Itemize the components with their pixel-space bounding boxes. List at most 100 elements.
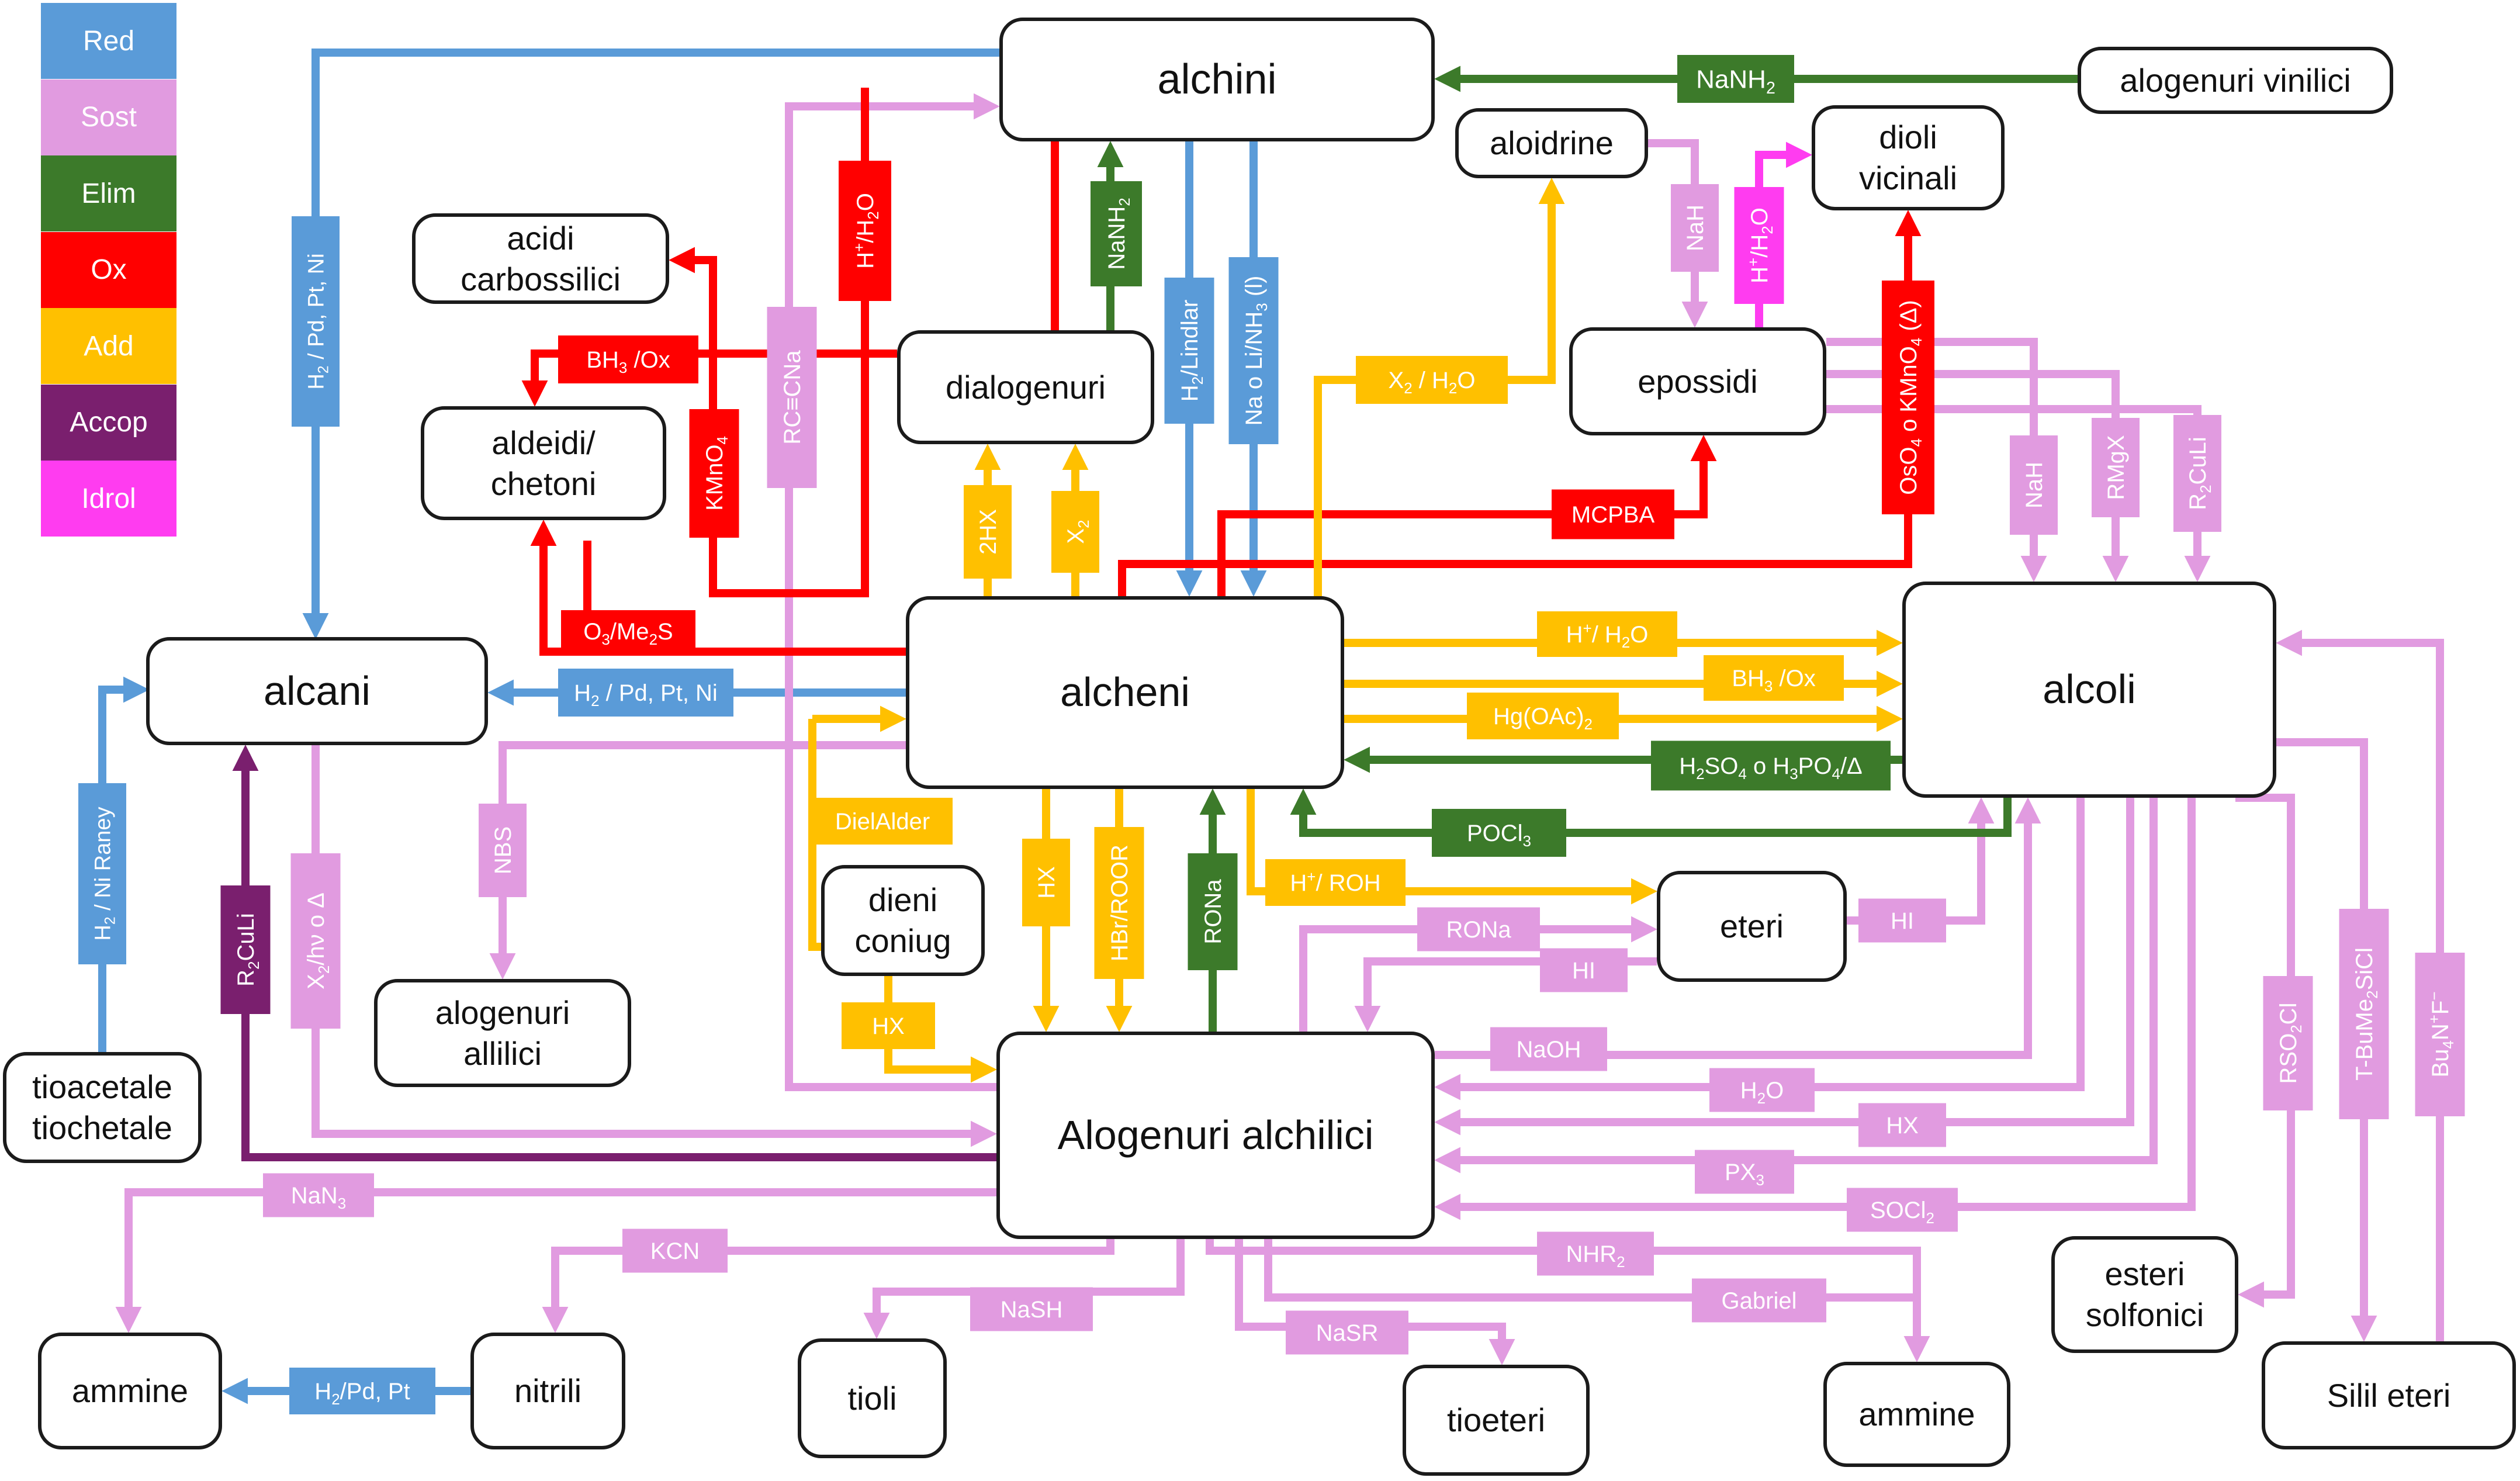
reagent-hbr-roor: HBr/ROOR: [1094, 827, 1144, 979]
reagent-box: [1490, 1027, 1607, 1071]
reagent-h2-lindlar: H2​/Lindlar: [1164, 278, 1214, 424]
reagent-hx-dieni: HX: [842, 1002, 935, 1049]
reagent-box: [1432, 809, 1566, 857]
reagent-text: RONa: [1200, 879, 1226, 944]
reagent-text: MCPBA: [1571, 502, 1655, 528]
arrow-alcoli-to-silil-eteri: [2276, 738, 2377, 1342]
reagent-text: NaSR: [1316, 1320, 1379, 1346]
reagent-box: [1734, 187, 1784, 304]
arrow-alcoli-to-alogenuri-socl2: [1434, 798, 2196, 1220]
reagent-nah-alc: NaH: [2010, 435, 2058, 535]
arrow-alogenuri-to-nitrili-kcn: [542, 1239, 1114, 1333]
reagent-rmgx: RMgX: [2092, 418, 2140, 517]
reagent-text: RMgX: [2103, 435, 2129, 500]
node-dieni-coniug: dieni coniug: [821, 865, 985, 976]
node-label: tioeteri: [1446, 1402, 1546, 1438]
reagent-box: [1858, 898, 1946, 943]
reagent-box: [622, 1229, 728, 1273]
node-tioeteri: tioeteri: [1403, 1365, 1590, 1476]
reagent-rona-elim: RONa: [1188, 853, 1238, 970]
node-aloidrine: aloidrine: [1455, 108, 1648, 178]
reagent-rona-sost: RONa: [1417, 907, 1540, 951]
node-label: tioacetale tiochetale: [32, 1068, 172, 1146]
reagent-box: [289, 1368, 435, 1414]
node-label: dioli vicinali: [1858, 119, 1958, 196]
legend-accop: Accop: [41, 384, 176, 461]
node-label: tioli: [847, 1379, 897, 1417]
node-label: aloidrine: [1490, 124, 1614, 161]
reagent-box: [263, 1173, 374, 1217]
reagent-box: [292, 216, 340, 427]
reagent-box: [290, 853, 341, 1029]
reagent-h-h2o-ox: H+​/H2​O: [839, 161, 891, 301]
node-ammine-left: ammine: [38, 1333, 222, 1449]
reagent-text: HBr/ROOR: [1107, 845, 1133, 961]
reagent-box: [220, 885, 271, 1014]
node-alchini: alchini: [999, 18, 1435, 141]
reagent-text: NBS: [490, 826, 516, 874]
node-tioli: tioli: [798, 1338, 947, 1458]
reagent-box: [2173, 415, 2221, 532]
arrow-alcoli-to-alogenuri-hx: [1434, 798, 2134, 1136]
reagent-text: RONa: [1446, 917, 1511, 943]
reagent-text: HX: [1886, 1113, 1919, 1139]
reagent-text: RSO2​Cl: [2276, 1003, 2305, 1084]
reagent-box: [1709, 1068, 1815, 1112]
node-eteri: eteri: [1657, 871, 1847, 982]
reagent-box: [558, 335, 698, 383]
node-silil-eteri: Silil eteri: [2262, 1341, 2516, 1449]
reagent-rccna: RC≡CNa: [767, 307, 817, 488]
reagent-box: [2339, 909, 2389, 1119]
reagent-h-h2o-idrol: H+​/H2​O: [1734, 187, 1784, 304]
node-epossidi: epossidi: [1569, 327, 1826, 435]
node-alcoli: alcoli: [1902, 582, 2276, 798]
node-alogenuri-vinilici: alogenuri vinilici: [2078, 47, 2393, 114]
reagent-text: NaH: [2021, 462, 2047, 508]
reagent-rso2cl: RSO2​Cl: [2263, 976, 2313, 1110]
reagent-text: Hg(OAc)2​: [1493, 704, 1593, 733]
reagent-text: H2​/Pd, Pt: [314, 1379, 410, 1408]
reagent-kmno4: KMnO4​: [689, 409, 739, 538]
arrow-alogenuri-to-alcoli-naoh: [1435, 797, 2041, 1059]
reagent-h-roh: H+​/ ROH: [1265, 859, 1406, 906]
reagent-text: NaN3​: [291, 1183, 347, 1212]
reagent-box: [1537, 1231, 1654, 1276]
reagent-text: H+​/H2​O: [1744, 207, 1776, 283]
node-label: nitrili: [514, 1372, 582, 1409]
reagent-text: NaSH: [1001, 1297, 1063, 1323]
reagent-text: H2​ / Pd, Pt, Ni: [304, 253, 331, 389]
node-label: alogenuri allilici: [435, 994, 570, 1072]
reagent-nash: NaSH: [970, 1287, 1093, 1331]
reagent-text: Na o Li/NH3​ (l): [1241, 276, 1271, 426]
node-label: acidi carbossilici: [461, 219, 621, 297]
reagent-hx-2: 2HX: [964, 485, 1012, 579]
reagent-text: O3​/Me2​S: [583, 619, 673, 648]
reagent-px3: PX3​: [1695, 1150, 1794, 1194]
node-ammine-right: ammine: [1823, 1362, 2010, 1467]
legend-ox: Ox: [41, 231, 176, 308]
reagent-box: [1704, 655, 1844, 701]
reagent-bh3-ox-top: BH3​ /Ox: [558, 335, 698, 383]
reagent-box: [1164, 278, 1214, 424]
reagent-hx-sost: HX: [1858, 1103, 1946, 1147]
node-label: Silil eteri: [2327, 1376, 2451, 1414]
reagent-box: [1695, 1150, 1794, 1194]
reagent-text: NaNH2​: [1696, 65, 1775, 98]
reagent-text: H2​ / Pd, Pt, Ni: [574, 680, 718, 710]
reagent-box: [1417, 907, 1540, 951]
node-label: dieni coniug: [854, 881, 951, 959]
reagent-box: [970, 1287, 1093, 1331]
reagent-box: [1692, 1278, 1826, 1323]
legend-add: Add: [41, 308, 176, 384]
node-label: ammine: [71, 1372, 189, 1409]
arrow-alogenuri-to-ammine-nan3: [115, 1188, 996, 1333]
node-acidi-carbossilici: acidi carbossilici: [412, 213, 669, 304]
reagent-text: RC≡CNa: [780, 350, 805, 445]
reagent-text: BH3​ /Ox: [586, 347, 670, 376]
reagent-box: [767, 307, 817, 488]
reagent-box: [1537, 611, 1677, 657]
reagent-box: [1552, 489, 1674, 539]
reagent-box: [1022, 839, 1070, 926]
